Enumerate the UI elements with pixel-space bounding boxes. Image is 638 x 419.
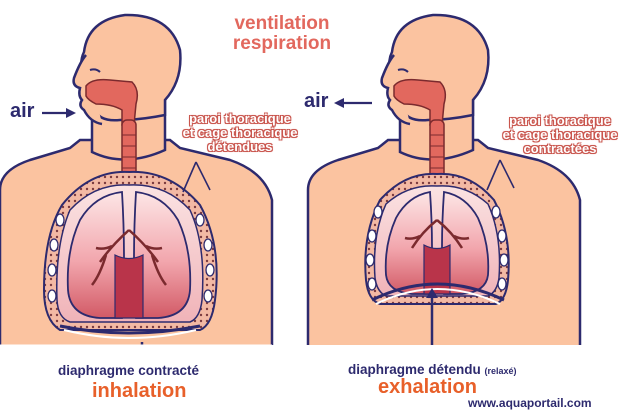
right-diaphragm-label: diaphragme détendu (relaxé): [348, 362, 517, 377]
left-wall-label: paroi thoracique et cage thoracique déte…: [160, 112, 320, 154]
right-diaphragm-note: (relaxé): [485, 366, 517, 376]
left-wall-line2: et cage thoracique: [160, 126, 320, 140]
title-line2: respiration: [222, 34, 342, 54]
left-wall-line1: paroi thoracique: [160, 112, 320, 126]
title-block: ventilation respiration: [222, 14, 342, 54]
left-wall-line3: détendues: [160, 140, 320, 154]
site-url[interactable]: www.aquaportail.com: [468, 396, 592, 410]
right-air-label: air: [304, 90, 328, 113]
left-heart: [115, 255, 143, 318]
right-wall-label: paroi thoracique et cage thoracique cont…: [482, 114, 638, 156]
right-wall-line3: contractées: [482, 142, 638, 156]
right-wall-line2: et cage thoracique: [482, 128, 638, 142]
right-diaphragm-text: diaphragme détendu: [348, 362, 481, 377]
title-line1: ventilation: [222, 14, 342, 34]
left-phase-label: inhalation: [92, 380, 186, 403]
left-diaphragm-label: diaphragme contracté: [58, 363, 199, 378]
left-air-label: air: [10, 100, 34, 123]
right-phase-label: exhalation: [378, 376, 477, 399]
right-wall-line1: paroi thoracique: [482, 114, 638, 128]
right-heart: [424, 245, 450, 294]
